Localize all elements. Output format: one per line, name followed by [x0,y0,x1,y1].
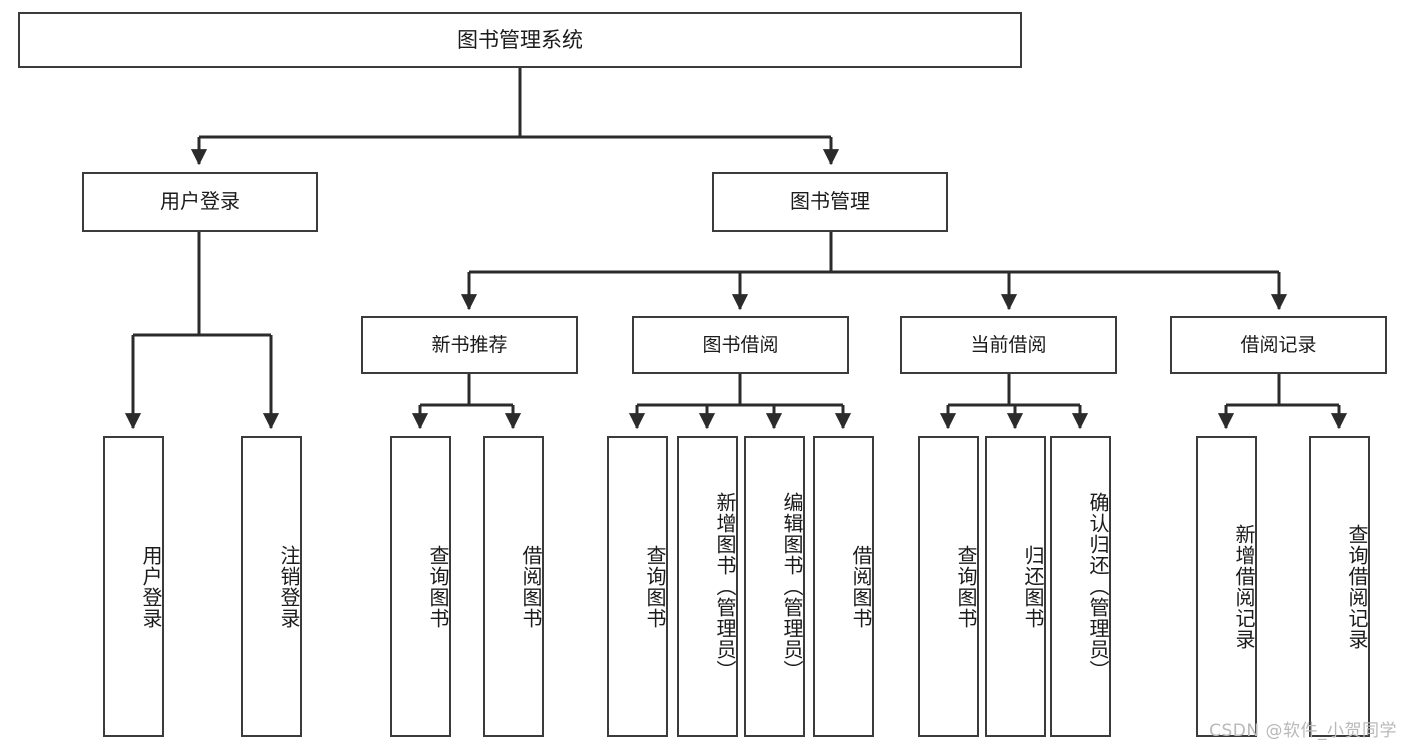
leaf-label: 用户登录 [139,544,163,629]
node-new-book-recommend[interactable]: 新书推荐 [361,316,578,374]
leaf-user-login[interactable]: 用户登录 [103,436,164,737]
leaf-label: 借阅图书 [519,544,543,629]
leaf-label: 确认归还（管理员） [1086,492,1110,681]
leaf-label: 编辑图书（管理员） [780,492,804,681]
leaf-query-book-new-recommend[interactable]: 查询图书 [390,436,451,737]
leaf-confirm-return-admin[interactable]: 确认归还（管理员） [1050,436,1111,737]
node-book-borrow[interactable]: 图书借阅 [632,316,849,374]
leaf-label: 归还图书 [1021,544,1045,629]
leaf-label: 查询图书 [643,544,667,629]
leaf-borrow-book-new-recommend[interactable]: 借阅图书 [483,436,544,737]
leaf-add-borrow-record[interactable]: 新增借阅记录 [1196,436,1257,737]
leaf-label: 新增借阅记录 [1232,523,1256,650]
node-user-login[interactable]: 用户登录 [82,172,318,232]
node-current-borrow[interactable]: 当前借阅 [900,316,1117,374]
leaf-query-book-current[interactable]: 查询图书 [918,436,979,737]
leaf-label: 查询图书 [426,544,450,629]
leaf-label: 查询借阅记录 [1345,523,1369,650]
node-book-management[interactable]: 图书管理 [712,172,948,232]
leaf-label: 查询图书 [954,544,978,629]
node-root-system[interactable]: 图书管理系统 [18,12,1022,68]
leaf-query-borrow-record[interactable]: 查询借阅记录 [1309,436,1370,737]
leaf-query-book-borrow[interactable]: 查询图书 [607,436,668,737]
leaf-edit-book-admin[interactable]: 编辑图书（管理员） [744,436,805,737]
leaf-label: 借阅图书 [849,544,873,629]
leaf-logout-login[interactable]: 注销登录 [241,436,302,737]
leaf-add-book-admin[interactable]: 新增图书（管理员） [677,436,738,737]
node-borrow-record[interactable]: 借阅记录 [1170,316,1387,374]
leaf-return-book[interactable]: 归还图书 [985,436,1046,737]
leaf-label: 新增图书（管理员） [713,492,737,681]
leaf-label: 注销登录 [277,544,301,629]
watermark-text: CSDN @软件_小贺同学 [1209,721,1397,741]
leaf-borrow-book-borrow[interactable]: 借阅图书 [813,436,874,737]
